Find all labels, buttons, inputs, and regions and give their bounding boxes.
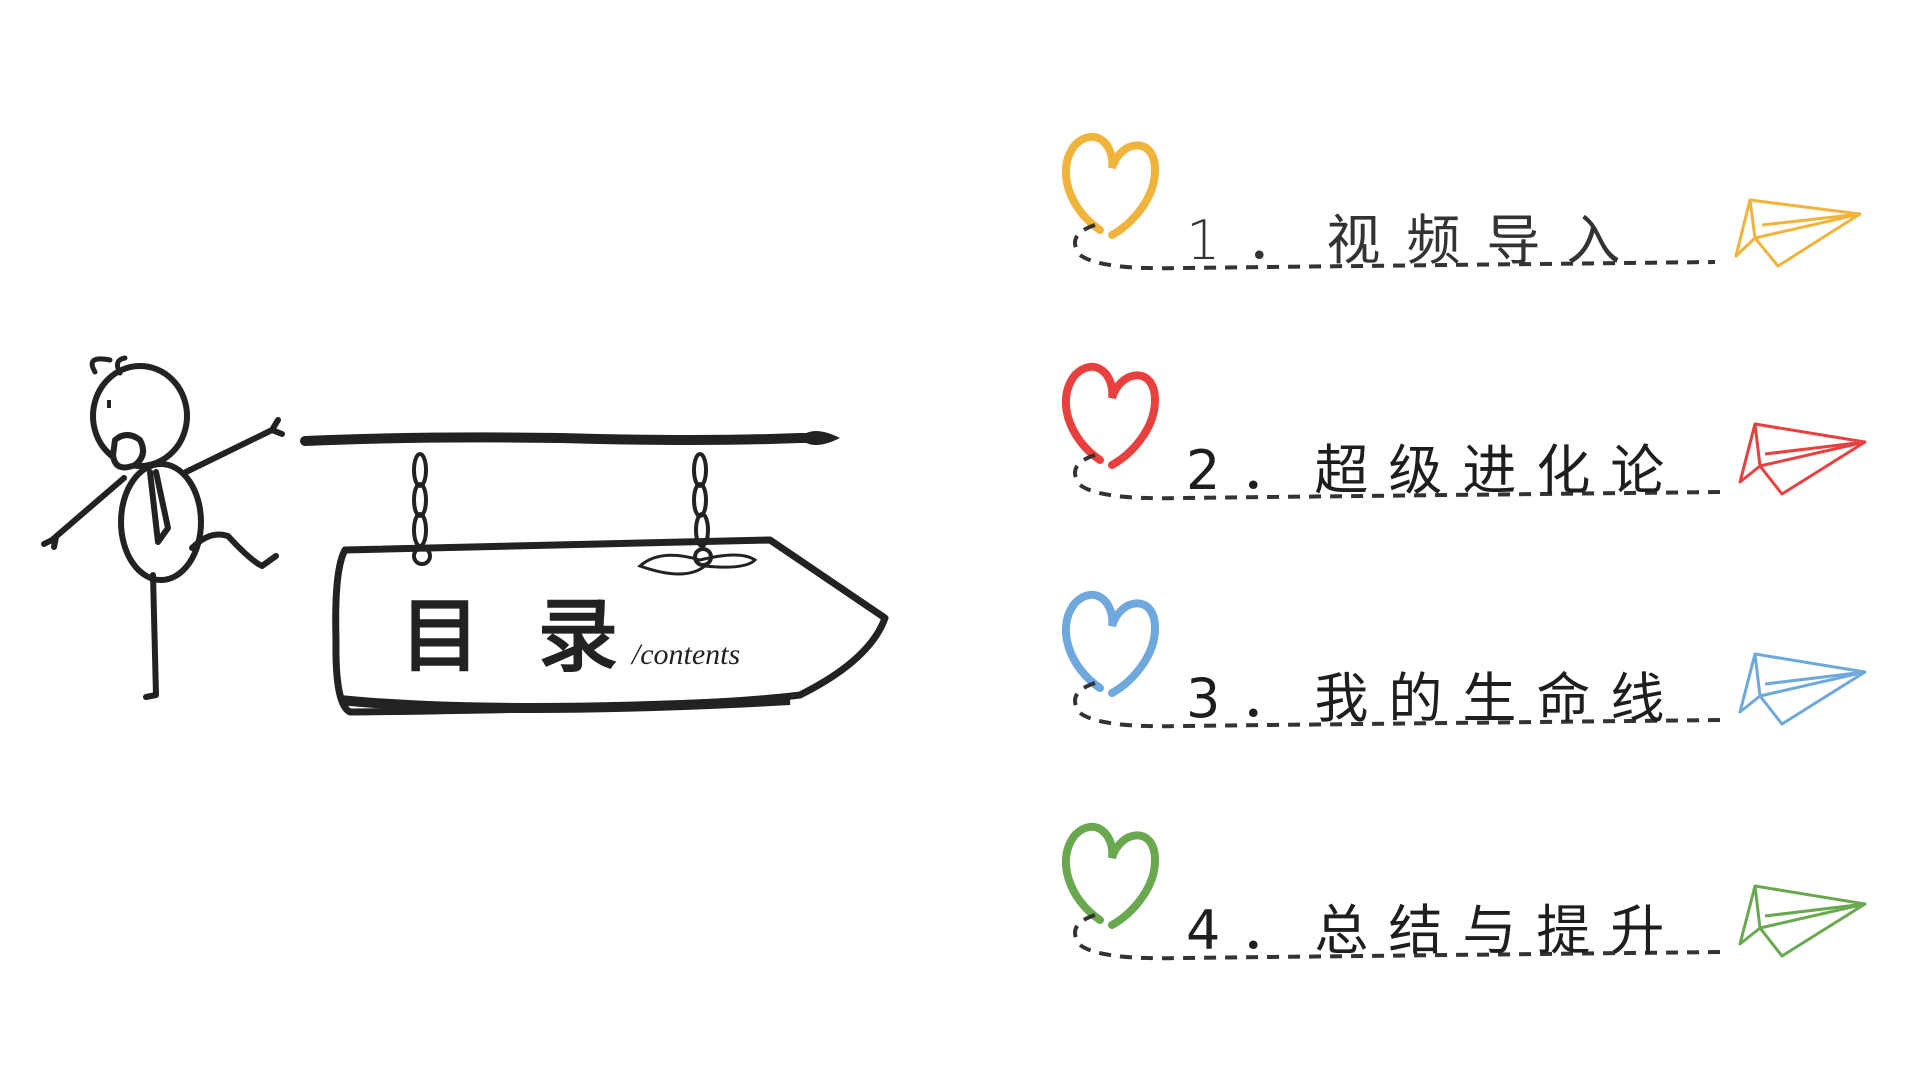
paper-plane-icon xyxy=(1738,422,1867,496)
toc-item-decoration xyxy=(1062,822,1867,961)
toc-item-decoration xyxy=(1062,590,1867,729)
dashed-path xyxy=(1073,913,1721,961)
sign-rod xyxy=(300,431,840,446)
sign-text: 目 录 /contents xyxy=(400,572,740,688)
paper-plane-icon xyxy=(1738,884,1867,958)
toc-item-label: 2．超级进化论 xyxy=(1186,439,1685,502)
dashed-path xyxy=(1073,453,1721,501)
toc-item-label: 3．我的生命线 xyxy=(1186,667,1685,730)
toc-item-3[interactable]: 3．我的生命线 xyxy=(1060,588,1880,738)
toc-item-4[interactable]: 4．总结与提升 xyxy=(1060,820,1880,970)
heart-icon xyxy=(1062,590,1160,697)
heart-icon xyxy=(1062,822,1160,929)
toc-item-2[interactable]: 2．超级进化论 xyxy=(1060,360,1880,510)
toc-item-decoration xyxy=(1062,132,1862,271)
toc-item-label: 1．视频导入 xyxy=(1186,209,1647,272)
paper-plane-icon xyxy=(1738,652,1867,726)
sign-board xyxy=(332,536,889,716)
toc-item-1[interactable]: 1．视频导入 xyxy=(1060,130,1880,280)
sign-title: 目 录 xyxy=(400,589,618,683)
sign-subtitle: /contents xyxy=(631,638,741,671)
heart-icon xyxy=(1062,132,1160,239)
paper-plane-icon xyxy=(1734,198,1862,268)
dashed-path xyxy=(1073,223,1716,271)
sign-chains xyxy=(412,452,758,576)
toc-item-decoration xyxy=(1062,362,1867,501)
heart-icon xyxy=(1062,362,1160,469)
stick-figure xyxy=(41,355,285,700)
dashed-path xyxy=(1073,681,1721,729)
toc-item-label: 4．总结与提升 xyxy=(1186,899,1685,962)
